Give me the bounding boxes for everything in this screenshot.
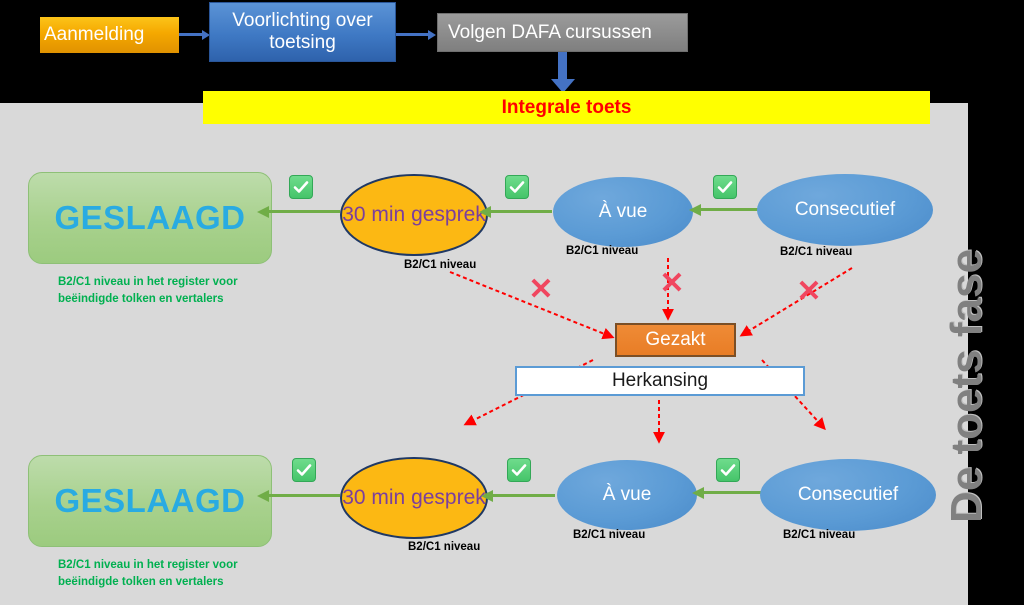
ellipse-a-vue-row2[interactable]: À vue: [557, 460, 697, 530]
box-herkansing[interactable]: Herkansing: [515, 366, 805, 396]
pass-arrow-gesprek-to-geslaagd-row1: [257, 205, 340, 218]
check-icon: [713, 175, 737, 199]
arrow-voorlichting-to-dafa: [396, 29, 436, 40]
phase-label: De toets fase: [942, 249, 991, 523]
box-volgen-dafa-cursussen[interactable]: Volgen DAFA cursussen: [437, 13, 688, 52]
check-icon: [507, 458, 531, 482]
niveau-label-gesprek-row2: B2/C1 niveau: [408, 541, 481, 553]
ellipse-30-min-gesprek-row2[interactable]: 30 min gesprek: [340, 457, 488, 539]
niveau-label-avue-row2: B2/C1 niveau: [573, 529, 646, 541]
pass-arrow-avue-to-gesprek-row2: [481, 489, 555, 502]
pass-arrow-consecutief-to-avue-row1: [689, 203, 760, 216]
ellipse-a-vue-row1[interactable]: À vue: [553, 177, 693, 247]
caption-geslaagd-row2: B2/C1 niveau in het register voor beëind…: [58, 559, 238, 588]
ellipse-consecutief-row1[interactable]: Consecutief: [757, 174, 933, 246]
niveau-label-avue-row1: B2/C1 niveau: [566, 245, 639, 257]
ellipse-30-min-gesprek-row1[interactable]: 30 min gesprek: [340, 174, 488, 256]
caption-geslaagd-row1: B2/C1 niveau in het register voor beëind…: [58, 276, 238, 305]
niveau-label-consecutief-row1: B2/C1 niveau: [780, 246, 853, 258]
box-geslaagd-row2[interactable]: GESLAAGD: [28, 455, 272, 547]
check-icon: [292, 458, 316, 482]
niveau-label-consecutief-row2: B2/C1 niveau: [783, 529, 856, 541]
check-icon: [289, 175, 313, 199]
box-gezakt[interactable]: Gezakt: [615, 323, 736, 357]
ellipse-consecutief-row2[interactable]: Consecutief: [760, 459, 936, 531]
arrow-aanmelding-to-voorlichting: [179, 29, 210, 40]
fail-x-icon: ✕: [796, 275, 822, 308]
niveau-label-gesprek-row1: B2/C1 niveau: [404, 259, 477, 271]
fail-x-icon: ✕: [659, 267, 685, 300]
pass-arrow-gesprek-to-geslaagd-row2: [257, 489, 340, 502]
fail-x-icon: ✕: [528, 273, 554, 306]
pass-arrow-consecutief-to-avue-row2: [692, 486, 763, 499]
box-aanmelding[interactable]: Aanmelding: [40, 17, 179, 53]
arrow-dafa-to-integrale-toets: [550, 52, 575, 93]
box-voorlichting-over-toetsing[interactable]: Voorlichting over toetsing: [209, 2, 396, 62]
box-geslaagd-row1[interactable]: GESLAAGD: [28, 172, 272, 264]
check-icon: [505, 175, 529, 199]
check-icon: [716, 458, 740, 482]
pass-arrow-avue-to-gesprek-row1: [479, 205, 552, 218]
banner-integrale-toets: Integrale toets: [203, 91, 930, 124]
